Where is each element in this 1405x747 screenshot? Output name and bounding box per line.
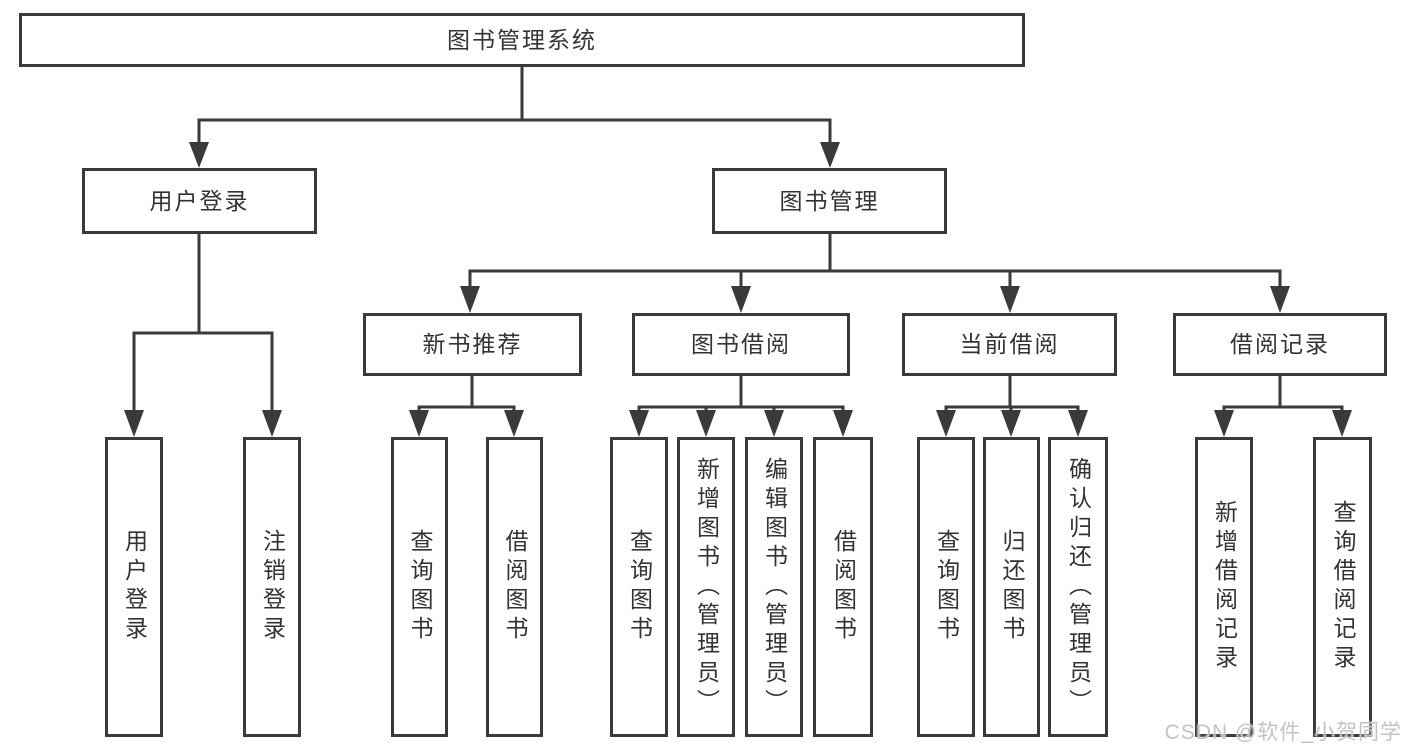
node-root-label: 图书管理系统 <box>447 26 597 53</box>
leaf-borrow-add-admin-label: 新增图书（管理员） <box>693 456 720 718</box>
leaf-current-return: 归还图书 <box>983 437 1040 737</box>
arrowhead-leaf-record-0 <box>1214 410 1234 437</box>
connector-bookmgmt-to-level3 <box>468 234 1282 290</box>
arrowhead-new-book <box>460 286 480 313</box>
node-book-management-label: 图书管理 <box>779 187 880 214</box>
leaf-logout: 注销登录 <box>243 437 301 737</box>
leaf-logout-label: 注销登录 <box>259 529 286 645</box>
leaf-current-query: 查询图书 <box>917 437 975 737</box>
leaf-record-query-label: 查询借阅记录 <box>1330 500 1356 674</box>
arrowhead-leaf-newbook-1 <box>504 410 524 437</box>
connector-userlogin-children <box>132 234 274 414</box>
node-borrow-record: 借阅记录 <box>1173 313 1387 376</box>
arrowhead-user-login <box>189 142 209 168</box>
leaf-user-login-label: 用户登录 <box>121 529 148 645</box>
leaf-current-confirm-admin: 确认归还（管理员） <box>1048 437 1108 737</box>
leaf-borrow-edit-admin-label: 编辑图书（管理员） <box>761 456 788 718</box>
arrowhead-leaf-borrow-2 <box>764 410 784 437</box>
leaf-borrow-book: 借阅图书 <box>813 437 873 737</box>
connector-root-to-level2 <box>197 67 832 146</box>
leaf-borrow-query-label: 查询图书 <box>626 529 653 645</box>
csdn-watermark: CSDN @软件_小贺同学 <box>1164 721 1402 744</box>
leaf-borrow-edit-admin: 编辑图书（管理员） <box>745 437 803 737</box>
leaf-newbook-borrow-label: 借阅图书 <box>502 529 528 645</box>
arrowhead-book-management <box>820 142 840 168</box>
node-new-book-recommend: 新书推荐 <box>363 313 582 376</box>
node-new-book-recommend-label: 新书推荐 <box>422 331 523 357</box>
arrowhead-leaf-user-1 <box>262 410 282 437</box>
leaf-current-confirm-admin-label: 确认归还（管理员） <box>1065 456 1092 718</box>
arrowhead-leaf-newbook-0 <box>409 410 429 437</box>
leaf-newbook-query-label: 查询图书 <box>407 529 433 645</box>
connector-borrow-children <box>637 376 845 414</box>
leaf-borrow-add-admin: 新增图书（管理员） <box>677 437 735 737</box>
connector-current-children <box>944 376 1080 414</box>
arrowhead-borrow-record <box>1270 286 1290 313</box>
leaf-borrow-book-label: 借阅图书 <box>830 529 857 645</box>
leaf-borrow-query: 查询图书 <box>610 437 668 737</box>
leaf-current-query-label: 查询图书 <box>933 529 960 645</box>
leaf-newbook-borrow: 借阅图书 <box>486 437 543 737</box>
leaf-newbook-query: 查询图书 <box>391 437 448 737</box>
arrowhead-book-borrow <box>731 286 751 313</box>
arrowhead-leaf-current-1 <box>1001 410 1021 437</box>
node-current-borrow: 当前借阅 <box>902 313 1117 376</box>
arrowhead-leaf-current-2 <box>1068 410 1088 437</box>
node-book-management: 图书管理 <box>712 168 947 234</box>
leaf-record-add: 新增借阅记录 <box>1195 437 1253 737</box>
arrowhead-leaf-record-1 <box>1332 410 1352 437</box>
node-user-login: 用户登录 <box>82 168 317 234</box>
node-user-login-label: 用户登录 <box>149 187 250 214</box>
node-borrow-record-label: 借阅记录 <box>1230 331 1330 357</box>
arrowhead-leaf-borrow-0 <box>629 410 649 437</box>
leaf-user-login: 用户登录 <box>105 437 163 737</box>
leaf-record-add-label: 新增借阅记录 <box>1211 500 1238 674</box>
node-book-borrow: 图书借阅 <box>632 313 850 376</box>
node-root: 图书管理系统 <box>19 13 1025 67</box>
leaf-record-query: 查询借阅记录 <box>1313 437 1372 737</box>
arrowhead-current-borrow <box>1000 286 1020 313</box>
connector-record-children <box>1222 376 1344 414</box>
connector-newbook-children <box>417 376 516 414</box>
arrowhead-leaf-borrow-1 <box>696 410 716 437</box>
leaf-current-return-label: 归还图书 <box>999 529 1025 645</box>
arrowhead-leaf-current-0 <box>936 410 956 437</box>
node-current-borrow-label: 当前借阅 <box>959 331 1060 357</box>
node-book-borrow-label: 图书借阅 <box>691 331 791 357</box>
arrowhead-leaf-borrow-3 <box>833 410 853 437</box>
arrowhead-leaf-user-0 <box>124 410 144 437</box>
